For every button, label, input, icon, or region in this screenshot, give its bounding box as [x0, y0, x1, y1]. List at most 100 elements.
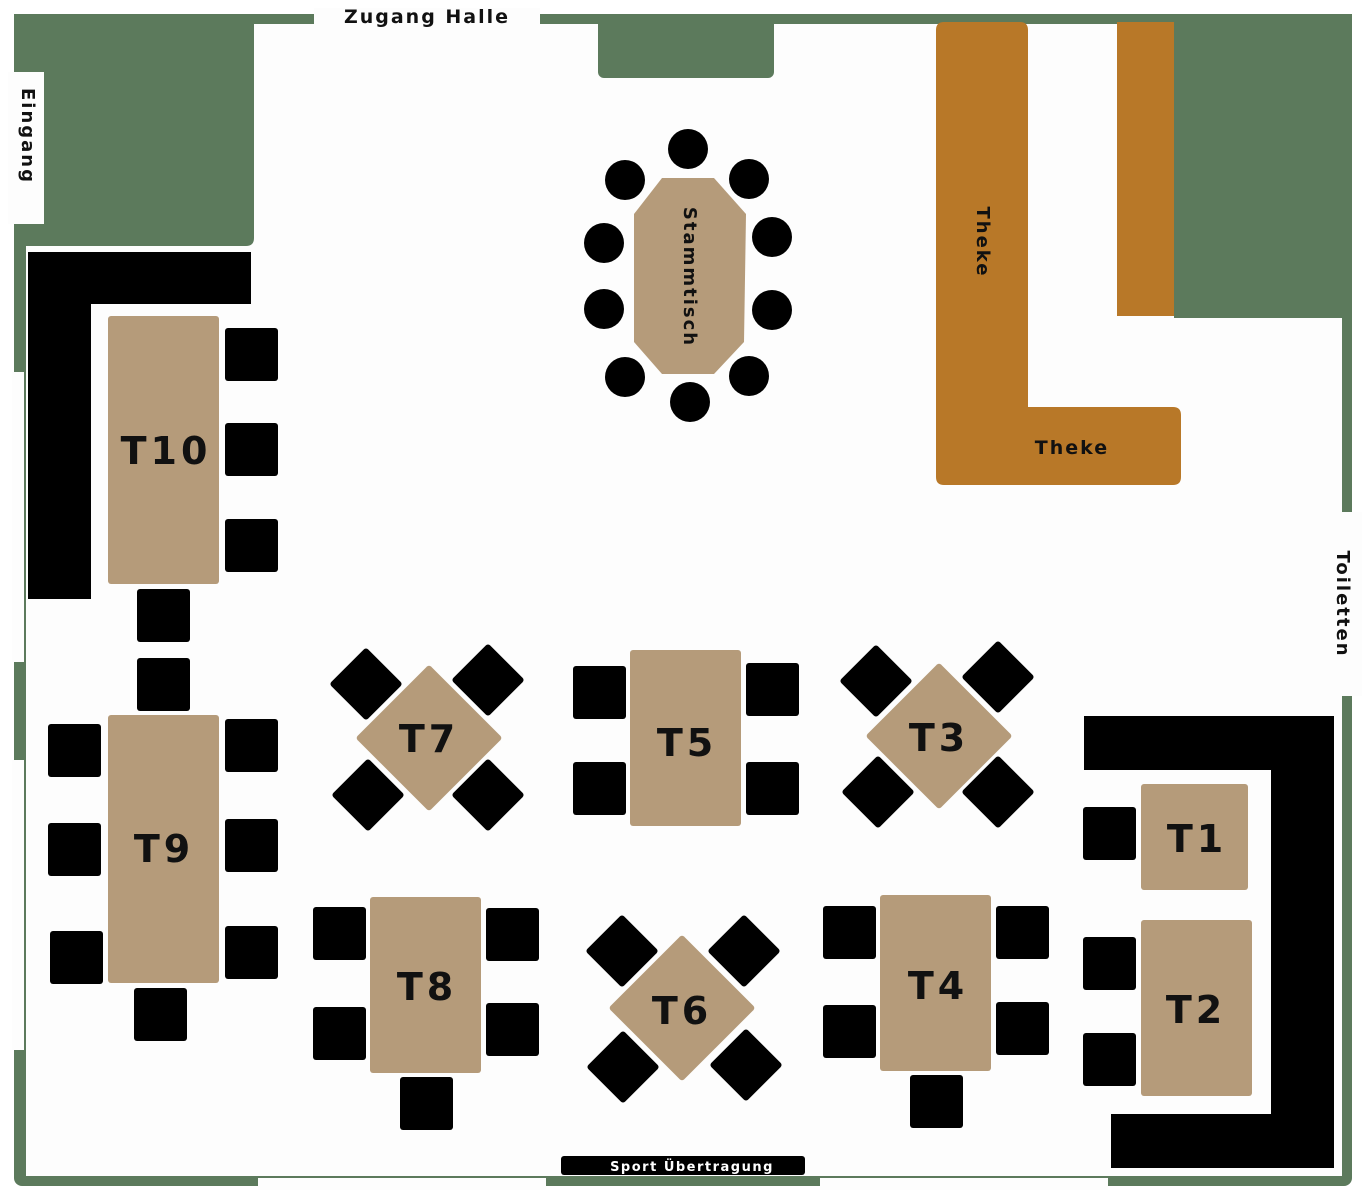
round-stool	[670, 382, 710, 422]
chair	[746, 663, 799, 716]
round-stool	[584, 223, 624, 263]
table-label-t5: T5	[657, 721, 717, 765]
label-bar-vertical: Theke	[972, 207, 993, 278]
label-bar-horizontal: Theke	[1035, 437, 1109, 459]
chair	[842, 756, 914, 828]
round-stool	[605, 357, 645, 397]
table-group-t3: T3	[840, 641, 1034, 828]
chair	[137, 658, 190, 711]
chair	[225, 926, 278, 979]
chair	[910, 1075, 963, 1128]
table-label-t1: T1	[1167, 817, 1227, 861]
chair	[225, 328, 278, 381]
chair	[48, 724, 101, 777]
table-group-t8: T8	[313, 897, 539, 1130]
wall-gap-left-1	[12, 372, 24, 662]
table-label-t3: T3	[909, 716, 969, 760]
chair	[332, 759, 404, 831]
chair	[313, 1007, 366, 1060]
table-t10[interactable]	[108, 316, 219, 584]
chair	[137, 589, 190, 642]
chair	[48, 823, 101, 876]
table-group-t1: T1	[1083, 784, 1248, 890]
chair	[330, 648, 402, 720]
table-label-t4: T4	[908, 964, 968, 1008]
chair	[823, 906, 876, 959]
round-stool	[752, 217, 792, 257]
sports-tv: Sport Übertragung	[561, 1156, 805, 1175]
table-t3[interactable]	[865, 662, 1012, 809]
table-group-t10: T10	[108, 316, 278, 642]
chair	[996, 906, 1049, 959]
chair	[586, 915, 658, 987]
chair	[710, 1029, 782, 1101]
table-t9[interactable]	[108, 715, 219, 983]
table-t2[interactable]	[1141, 920, 1252, 1096]
table-t7[interactable]	[355, 664, 502, 811]
table-group-t6: T6	[586, 915, 782, 1103]
chair	[962, 756, 1034, 828]
table-t8[interactable]	[370, 897, 481, 1073]
chair	[1083, 937, 1136, 990]
chair	[823, 1005, 876, 1058]
table-t4[interactable]	[880, 895, 991, 1071]
bar-counter-l-shape	[936, 22, 1181, 485]
chair	[134, 988, 187, 1041]
table-label-t9: T9	[134, 827, 194, 871]
table-t6[interactable]	[608, 934, 755, 1081]
wall-gap-left-2	[12, 760, 24, 1050]
bench-right	[1084, 716, 1334, 1168]
door-entrance	[8, 72, 44, 224]
bench-left	[28, 252, 251, 599]
chair	[225, 519, 278, 572]
chair	[573, 666, 626, 719]
chair	[486, 1003, 539, 1056]
chair	[1083, 1033, 1136, 1086]
bar-counter: Theke Theke	[936, 22, 1181, 485]
chair	[486, 908, 539, 961]
label-sports-tv: Sport Übertragung	[610, 1159, 774, 1175]
wall-block-top-right	[1174, 14, 1352, 318]
table-label-t8: T8	[397, 965, 457, 1009]
wall-gap-bottom-1	[258, 1178, 546, 1190]
table-group-t7: T7	[330, 644, 524, 831]
wall-block-top-left	[14, 14, 314, 256]
table-group-t5: T5	[573, 650, 799, 826]
label-hall-access: Zugang Halle	[344, 6, 510, 28]
label-toilets: Toiletten	[1332, 550, 1353, 657]
chair	[225, 819, 278, 872]
table-label-t10: T10	[121, 429, 212, 473]
table-label-t2: T2	[1166, 988, 1226, 1032]
door-hall-access	[314, 8, 540, 26]
label-entrance: Eingang	[17, 88, 38, 184]
round-stool	[605, 160, 645, 200]
chair	[225, 719, 278, 772]
chair	[746, 762, 799, 815]
table-group-t9: T9	[48, 658, 278, 1041]
round-stool	[729, 159, 769, 199]
wall-gap-bottom-2	[820, 1178, 1108, 1190]
sports-tv-screen	[561, 1156, 805, 1175]
chair	[573, 762, 626, 815]
regulars-table-group: Stammtisch	[584, 129, 792, 422]
round-stool	[584, 289, 624, 329]
chair	[587, 1031, 659, 1103]
door-toilets	[1334, 512, 1362, 696]
table-group-t2: T2	[1083, 920, 1252, 1096]
table-label-t7: T7	[399, 717, 459, 761]
chair	[840, 645, 912, 717]
regulars-table[interactable]	[634, 178, 746, 374]
chair	[962, 641, 1034, 713]
round-stool	[752, 290, 792, 330]
wall-block-top-middle	[598, 14, 774, 78]
table-label-t6: T6	[652, 989, 712, 1033]
table-group-t4: T4	[823, 895, 1049, 1128]
table-t1[interactable]	[1141, 784, 1248, 890]
table-t5[interactable]	[630, 650, 741, 826]
chair	[225, 423, 278, 476]
round-stool	[729, 356, 769, 396]
chair	[708, 915, 780, 987]
label-regulars-table: Stammtisch	[679, 207, 700, 347]
chair	[452, 644, 524, 716]
